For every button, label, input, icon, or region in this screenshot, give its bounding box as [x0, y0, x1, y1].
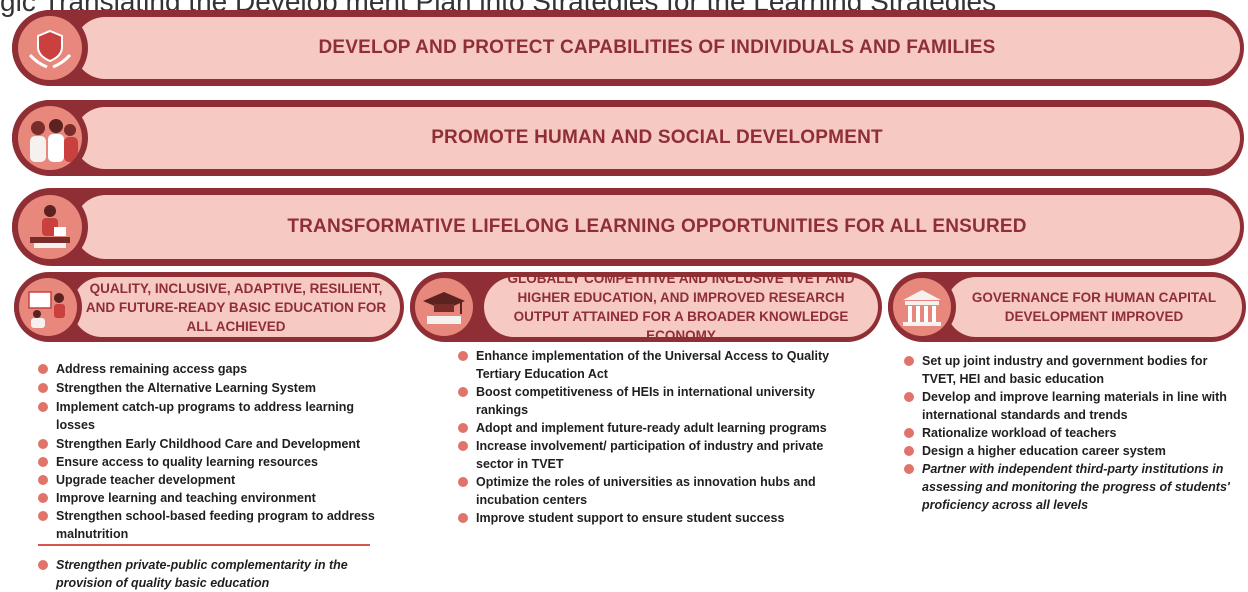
bullet-dot-icon — [904, 446, 914, 456]
list-item: Upgrade teacher development — [36, 471, 376, 489]
list-item: Adopt and implement future-ready adult l… — [456, 419, 856, 437]
tvet-higher-ed-strategies: Enhance implementation of the Universal … — [456, 347, 856, 527]
pill-tvet-higher-ed: GLOBALLY COMPETITIVE AND INCLUSIVE TVET … — [410, 271, 882, 343]
list-item: Ensure access to quality learning resour… — [36, 453, 376, 471]
bullet-dot-icon — [38, 511, 48, 521]
list-item: Optimize the roles of universities as in… — [456, 473, 856, 509]
list-item: Strengthen the Alternative Learning Syst… — [36, 379, 376, 397]
list-item: Boost competitiveness of HEIs in interna… — [456, 383, 856, 419]
bullet-dot-icon — [458, 513, 468, 523]
basic-education-extra-strategy: Strengthen private-public complementarit… — [36, 556, 376, 592]
list-item: Increase involvement/ participation of i… — [456, 437, 856, 473]
banner-lifelong-learning: TRANSFORMATIVE LIFELONG LEARNING OPPORTU… — [12, 188, 1244, 266]
pill-label: QUALITY, INCLUSIVE, ADAPTIVE, RESILIENT,… — [72, 277, 400, 337]
bullet-dot-icon — [38, 457, 48, 467]
bullet-dot-icon — [38, 560, 48, 570]
bullet-dot-icon — [904, 356, 914, 366]
bullet-dot-icon — [904, 392, 914, 402]
banner-label: DEVELOP AND PROTECT CAPABILITIES OF INDI… — [74, 17, 1240, 79]
bullet-dot-icon — [458, 477, 468, 487]
bullet-dot-icon — [904, 428, 914, 438]
list-item: Partner with independent third-party ins… — [902, 460, 1232, 514]
list-item: Improve learning and teaching environmen… — [36, 489, 376, 507]
bullet-dot-icon — [38, 402, 48, 412]
bullet-dot-icon — [38, 383, 48, 393]
bullet-dot-icon — [38, 493, 48, 503]
governance-strategies: Set up joint industry and government bod… — [902, 352, 1232, 514]
list-item: Enhance implementation of the Universal … — [456, 347, 856, 383]
list-item: Strengthen Early Childhood Care and Deve… — [36, 435, 376, 453]
graduation-cap-icon — [415, 278, 473, 336]
banner-capabilities: DEVELOP AND PROTECT CAPABILITIES OF INDI… — [12, 10, 1244, 86]
list-item: Develop and improve learning materials i… — [902, 388, 1232, 424]
government-building-icon — [893, 278, 951, 336]
banner-human-social: PROMOTE HUMAN AND SOCIAL DEVELOPMENT — [12, 100, 1244, 176]
bullet-dot-icon — [38, 475, 48, 485]
protecting-hands-icon — [18, 16, 82, 80]
list-item: Address remaining access gaps — [36, 360, 376, 378]
bullet-dot-icon — [458, 387, 468, 397]
pill-label: GLOBALLY COMPETITIVE AND INCLUSIVE TVET … — [484, 271, 878, 343]
list-item: Implement catch-up programs to address l… — [36, 398, 376, 434]
people-group-icon — [18, 106, 82, 170]
bullet-dot-icon — [458, 441, 468, 451]
pill-basic-education: QUALITY, INCLUSIVE, ADAPTIVE, RESILIENT,… — [14, 272, 404, 342]
bullet-dot-icon — [458, 423, 468, 433]
bullet-dot-icon — [38, 439, 48, 449]
pill-governance: GOVERNANCE FOR HUMAN CAPITAL DEVELOPMENT… — [888, 272, 1246, 342]
list-item: Rationalize workload of teachers — [902, 424, 1232, 442]
list-item: Strengthen school-based feeding program … — [36, 507, 376, 543]
bullet-dot-icon — [38, 364, 48, 374]
person-reading-icon — [18, 195, 82, 259]
banner-label: TRANSFORMATIVE LIFELONG LEARNING OPPORTU… — [74, 195, 1240, 259]
list-item: Strengthen private-public complementarit… — [36, 556, 376, 592]
divider — [38, 544, 370, 546]
bullet-dot-icon — [904, 464, 914, 474]
bullet-dot-icon — [458, 351, 468, 361]
basic-education-strategies: Address remaining access gaps Strengthen… — [36, 360, 376, 543]
banner-label: PROMOTE HUMAN AND SOCIAL DEVELOPMENT — [74, 107, 1240, 169]
pill-label: GOVERNANCE FOR HUMAN CAPITAL DEVELOPMENT… — [946, 277, 1242, 337]
list-item: Design a higher education career system — [902, 442, 1232, 460]
list-item: Set up joint industry and government bod… — [902, 352, 1232, 388]
list-item: Improve student support to ensure studen… — [456, 509, 856, 527]
classroom-icon — [19, 278, 77, 336]
